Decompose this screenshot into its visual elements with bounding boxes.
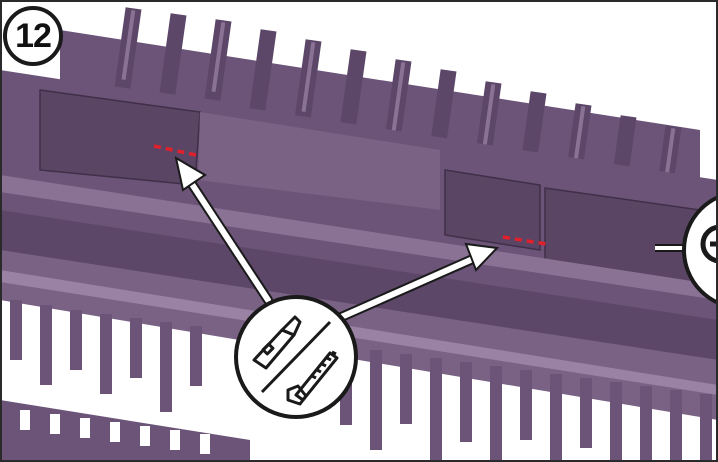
hand-saw-icon bbox=[286, 350, 339, 406]
lower-fin-row bbox=[10, 300, 712, 462]
step-number: 12 bbox=[15, 16, 52, 55]
step-number-badge: 12 bbox=[3, 6, 63, 66]
rotate-icon bbox=[700, 224, 718, 264]
lower-rail bbox=[0, 250, 718, 420]
cut-line-right bbox=[502, 235, 547, 246]
bottom-comb-strip bbox=[0, 400, 250, 462]
utility-knife-icon bbox=[252, 315, 302, 370]
tool-badge bbox=[234, 295, 358, 419]
arrow-to-right-cut bbox=[325, 242, 500, 327]
arrow-to-left-cut bbox=[174, 155, 273, 305]
rotate-badge bbox=[655, 195, 718, 305]
